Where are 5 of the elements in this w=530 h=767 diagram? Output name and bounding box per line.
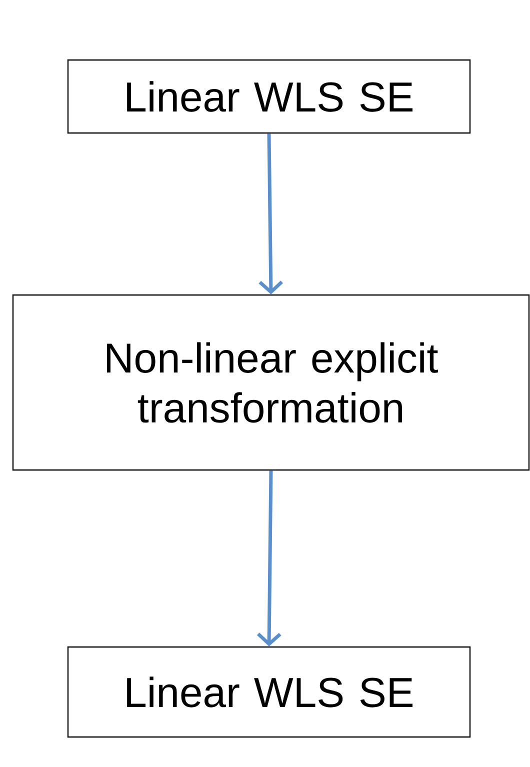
- process-box: Non-linear explicit transformation: [12, 294, 530, 471]
- arrow: [258, 134, 284, 294]
- arrow: [256, 470, 282, 646]
- process-box: Linear WLS SE: [67, 59, 471, 134]
- process-box: Linear WLS SE: [67, 646, 471, 738]
